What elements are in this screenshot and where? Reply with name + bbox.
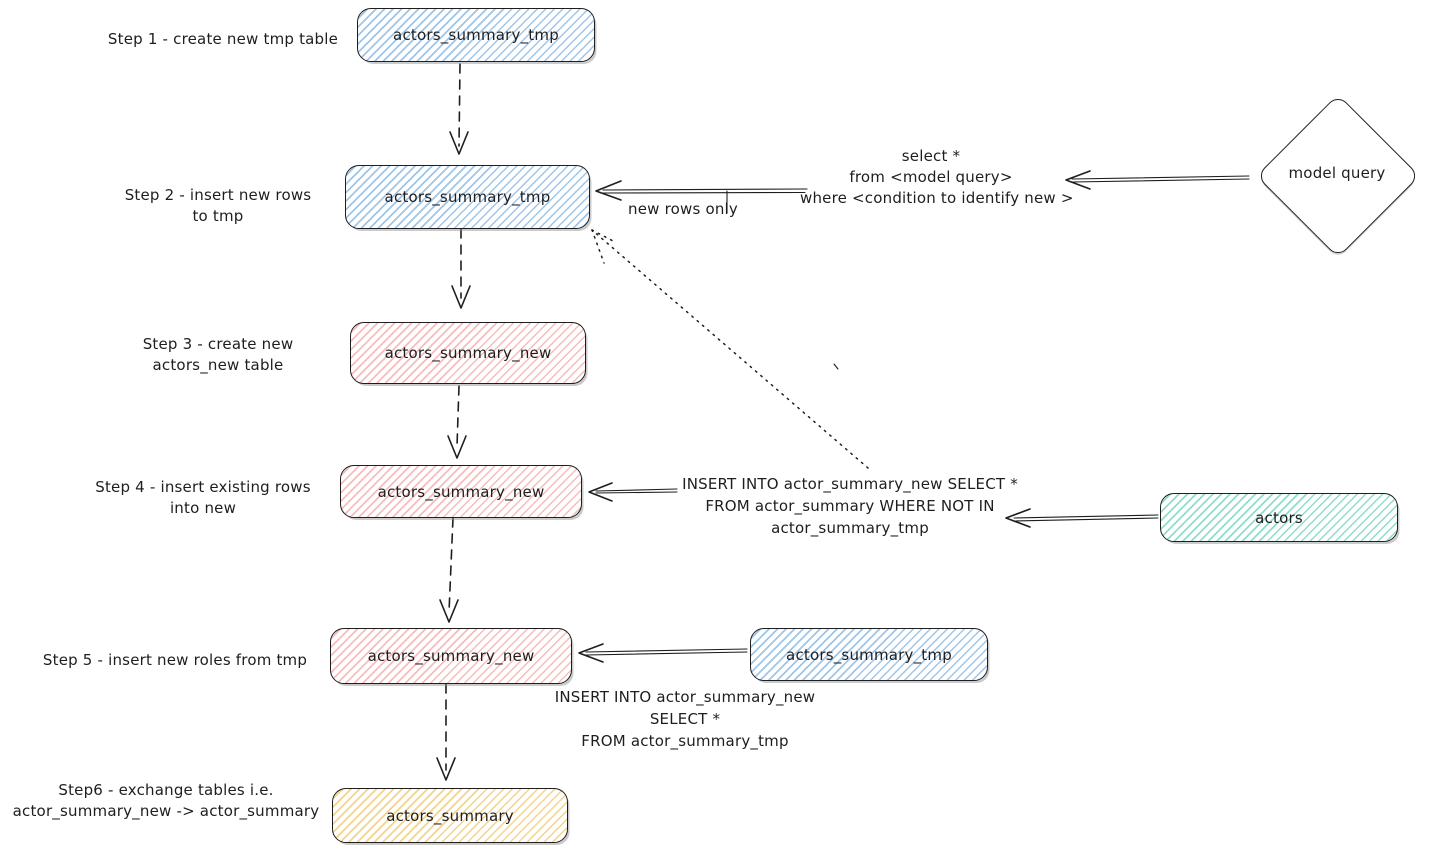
sql-line: select * — [901, 147, 961, 165]
arrow-insert-existing-to-step4 — [588, 482, 678, 502]
label-line: actor_summary_new -> actor_summary — [12, 802, 320, 820]
annotation-new-rows-only: new rows only — [628, 198, 738, 220]
stray-mark — [833, 363, 839, 370]
stroke — [1013, 517, 1159, 522]
arrow-model-query-to-select — [1065, 170, 1250, 190]
label-line: Step6 - exchange tables i.e. — [58, 781, 274, 799]
arrow-step3-to-step4 — [447, 385, 467, 459]
arrowhead-left-icon — [578, 643, 604, 663]
arrow-select-query-to-step2 — [595, 180, 808, 214]
stroke — [602, 188, 808, 191]
stroke — [585, 648, 748, 653]
arrow-step2-to-step3 — [451, 228, 471, 309]
node-actors-summary-step6: actors_summary — [332, 788, 568, 843]
arrowhead-down-icon — [439, 599, 459, 623]
node-label: actors_summary_tmp — [384, 188, 551, 206]
stroke — [458, 63, 461, 147]
sql-line: FROM actor_summary_tmp — [581, 732, 789, 750]
node-actors-summary-new-step3: actors_summary_new — [350, 322, 586, 384]
stroke — [602, 191, 806, 194]
node-label: actors_summary — [386, 806, 514, 825]
annotation-insert-from-tmp: INSERT INTO actor_summary_new SELECT * F… — [535, 686, 835, 752]
annotation-select-query: select * from <model query> where <condi… — [800, 146, 1074, 209]
arrow-actors-to-insert-existing — [1005, 508, 1159, 528]
model-query-label: model query — [1288, 164, 1386, 182]
node-label: actors_summary_new — [377, 482, 545, 501]
arrow-step4-to-step5 — [439, 517, 459, 623]
step-4-label: Step 4 - insert existing rows into new — [75, 477, 331, 519]
arrowhead-left-icon — [588, 482, 613, 502]
stroke — [595, 488, 678, 492]
label-line: new rows only — [628, 200, 738, 218]
sql-line: INSERT INTO actor_summary_new SELECT * — [682, 475, 1018, 493]
arrow-tmp-to-step5 — [578, 643, 748, 663]
stroke — [591, 229, 869, 469]
node-actors-summary-new-step4: actors_summary_new — [340, 465, 582, 518]
stroke — [1071, 178, 1250, 183]
sql-line: INSERT INTO actor_summary_new — [554, 688, 816, 706]
annotation-insert-existing: INSERT INTO actor_summary_new SELECT * F… — [672, 473, 1028, 539]
arrowhead-dotted-icon — [591, 229, 616, 243]
node-actors: actors — [1160, 493, 1398, 542]
node-label: actors_summary_tmp — [393, 26, 559, 44]
step-1-label: Step 1 - create new tmp table — [85, 29, 361, 50]
node-actors-summary-new-step5: actors_summary_new — [330, 628, 572, 684]
arrowhead-down-icon — [436, 757, 456, 781]
label-line: Step 5 - insert new roles from tmp — [42, 651, 308, 669]
stroke — [1071, 175, 1250, 180]
step-6-label: Step6 - exchange tables i.e. actor_summa… — [10, 780, 322, 822]
stroke — [585, 651, 748, 656]
arrowhead-dotted-icon — [591, 229, 605, 264]
arrow-step1-to-step2 — [449, 63, 469, 155]
label-line: into new — [169, 499, 237, 517]
node-actors-summary-tmp-step2: actors_summary_tmp — [345, 165, 590, 229]
node-label: actors_summary_new — [384, 344, 552, 362]
label-line: actors_new table — [152, 356, 284, 374]
node-label: actors_summary_new — [367, 647, 535, 665]
node-label: actors_summary_tmp — [786, 645, 952, 664]
label-line: to tmp — [192, 207, 244, 225]
sql-line: SELECT * — [649, 710, 721, 728]
arrowhead-left-icon — [1065, 170, 1091, 190]
stroke — [1013, 514, 1159, 519]
sql-line: from <model query> — [849, 168, 1013, 186]
stroke — [448, 517, 454, 613]
step-3-label: Step 3 - create new actors_new table — [98, 334, 338, 376]
node-label: actors — [1255, 508, 1303, 527]
arrowhead-down-icon — [449, 131, 469, 155]
step-2-label: Step 2 - insert new rows to tmp — [98, 185, 338, 227]
node-actors-summary-tmp-side: actors_summary_tmp — [750, 628, 988, 681]
sql-line: where <condition to identify new > — [800, 189, 1074, 207]
label-line: Step 2 - insert new rows — [124, 186, 312, 204]
arrowhead-left-icon — [1005, 508, 1031, 528]
label-line: Step 1 - create new tmp table — [107, 30, 339, 48]
step-5-label: Step 5 - insert new roles from tmp — [30, 650, 320, 671]
stroke — [595, 491, 678, 494]
label-line: Step 4 - insert existing rows — [95, 478, 311, 496]
node-actors-summary-tmp-step1: actors_summary_tmp — [357, 8, 595, 62]
label-line: Step 3 - create new — [142, 335, 294, 353]
sql-line: FROM actor_summary WHERE NOT IN — [705, 497, 995, 515]
arrowhead-down-icon — [451, 285, 471, 309]
arrow-step5-to-step6 — [436, 683, 456, 781]
sql-line: actor_summary_tmp — [771, 519, 929, 537]
arrowhead-left-icon — [595, 180, 622, 201]
arrowhead-down-icon — [447, 435, 467, 459]
stroke — [456, 385, 460, 447]
dotted-arrow-insert-existing-to-step2 — [591, 229, 869, 469]
